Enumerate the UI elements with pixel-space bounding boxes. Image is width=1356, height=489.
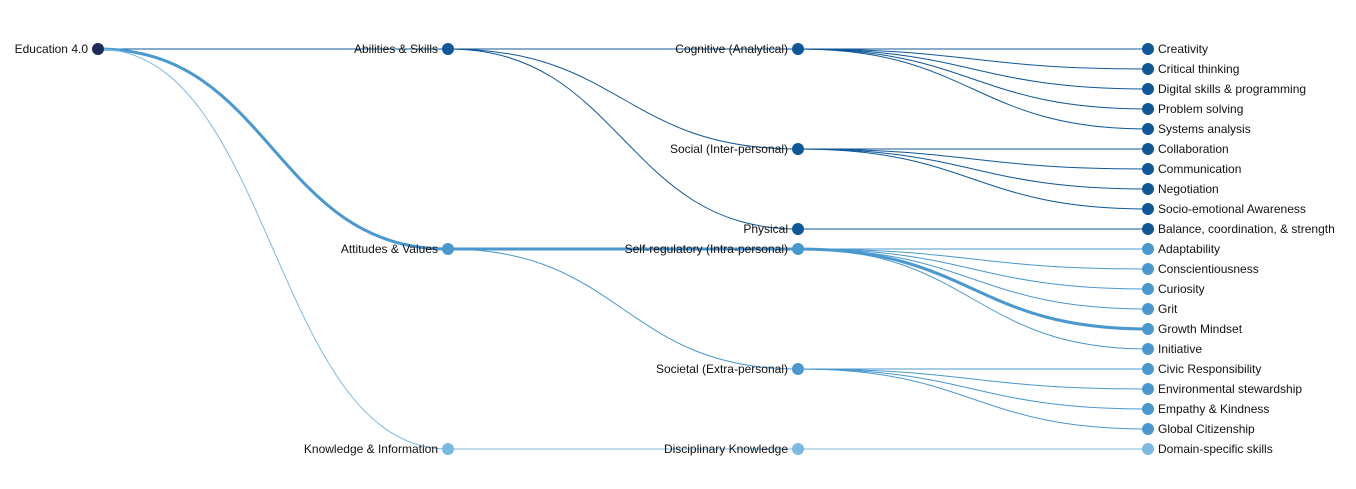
node-domain-specific-skills-label: Domain-specific skills	[1158, 442, 1273, 456]
node-social-inter-personal-dot[interactable]	[792, 143, 804, 155]
node-curiosity-label: Curiosity	[1158, 282, 1205, 296]
link-self-regulatory-intra-personal-initiative	[797, 248, 1149, 350]
node-initiative-dot[interactable]	[1142, 343, 1154, 355]
node-physical-dot[interactable]	[792, 223, 804, 235]
node-conscientiousness-label: Conscientiousness	[1158, 262, 1259, 276]
node-physical-label: Physical	[743, 222, 788, 236]
node-digital-skills-and-programming-label: Digital skills & programming	[1158, 82, 1306, 96]
node-critical-thinking-label: Critical thinking	[1158, 62, 1239, 76]
node-abilities-and-skills-label: Abilities & Skills	[354, 42, 438, 56]
node-environmental-stewardship-label: Environmental stewardship	[1158, 382, 1302, 396]
node-negotiation-dot[interactable]	[1142, 183, 1154, 195]
node-attitudes-and-values-label: Attitudes & Values	[341, 242, 438, 256]
link-cognitive-analytical-systems-analysis	[797, 48, 1149, 130]
node-socio-emotional-awareness-label: Socio-emotional Awareness	[1158, 202, 1306, 216]
node-socio-emotional-awareness-dot[interactable]	[1142, 203, 1154, 215]
node-disciplinary-knowledge-label: Disciplinary Knowledge	[664, 442, 788, 456]
link-social-inter-personal-socio-emotional-awareness	[797, 148, 1149, 210]
link-attitudes-and-values-societal-extra-personal	[447, 248, 799, 370]
node-cognitive-analytical-dot[interactable]	[792, 43, 804, 55]
link-cognitive-analytical-problem-solving	[797, 48, 1149, 110]
node-critical-thinking-dot[interactable]	[1142, 63, 1154, 75]
node-systems-analysis-label: Systems analysis	[1158, 122, 1251, 136]
link-root-knowledge-and-information	[97, 48, 449, 450]
node-grit-label: Grit	[1158, 302, 1178, 316]
tree-links	[97, 47, 1149, 450]
node-collaboration-dot[interactable]	[1142, 143, 1154, 155]
node-growth-mindset-label: Growth Mindset	[1158, 322, 1243, 336]
node-grit-dot[interactable]	[1142, 303, 1154, 315]
node-attitudes-and-values-dot[interactable]	[442, 243, 454, 255]
node-empathy-and-kindness-label: Empathy & Kindness	[1158, 402, 1269, 416]
link-abilities-and-skills-social-inter-personal	[447, 48, 799, 150]
node-creativity-label: Creativity	[1158, 42, 1208, 56]
node-root-label: Education 4.0	[15, 42, 89, 56]
node-curiosity-dot[interactable]	[1142, 283, 1154, 295]
node-civic-responsibility-label: Civic Responsibility	[1158, 362, 1261, 376]
link-social-inter-personal-communication	[797, 148, 1149, 170]
node-balance-coordination-and-strength-label: Balance, coordination, & strength	[1158, 222, 1335, 236]
node-global-citizenship-dot[interactable]	[1142, 423, 1154, 435]
node-disciplinary-knowledge-dot[interactable]	[792, 443, 804, 455]
node-growth-mindset-dot[interactable]	[1142, 323, 1154, 335]
node-environmental-stewardship-dot[interactable]	[1142, 383, 1154, 395]
link-societal-extra-personal-global-citizenship	[797, 368, 1149, 430]
link-abilities-and-skills-physical	[447, 48, 799, 230]
link-self-regulatory-intra-personal-curiosity	[797, 248, 1149, 290]
link-social-inter-personal-negotiation	[797, 148, 1149, 190]
node-civic-responsibility-dot[interactable]	[1142, 363, 1154, 375]
node-communication-label: Communication	[1158, 162, 1241, 176]
node-problem-solving-dot[interactable]	[1142, 103, 1154, 115]
link-root-attitudes-and-values	[97, 47, 449, 251]
node-cognitive-analytical-label: Cognitive (Analytical)	[675, 42, 788, 56]
link-self-regulatory-intra-personal-grit	[797, 248, 1149, 310]
link-cognitive-analytical-critical-thinking	[797, 48, 1149, 70]
link-self-regulatory-intra-personal-conscientiousness	[797, 248, 1149, 270]
node-communication-dot[interactable]	[1142, 163, 1154, 175]
node-societal-extra-personal-label: Societal (Extra-personal)	[656, 362, 788, 376]
node-systems-analysis-dot[interactable]	[1142, 123, 1154, 135]
node-empathy-and-kindness-dot[interactable]	[1142, 403, 1154, 415]
node-social-inter-personal-label: Social (Inter-personal)	[670, 142, 788, 156]
node-negotiation-label: Negotiation	[1158, 182, 1219, 196]
node-adaptability-label: Adaptability	[1158, 242, 1220, 256]
node-societal-extra-personal-dot[interactable]	[792, 363, 804, 375]
node-initiative-label: Initiative	[1158, 342, 1202, 356]
node-root-dot[interactable]	[92, 43, 104, 55]
node-knowledge-and-information-dot[interactable]	[442, 443, 454, 455]
link-societal-extra-personal-empathy-and-kindness	[797, 368, 1149, 410]
node-self-regulatory-intra-personal-label: Self-regulatory (Intra-personal)	[625, 242, 788, 256]
link-cognitive-analytical-digital-skills-and-programming	[797, 48, 1149, 90]
node-self-regulatory-intra-personal-dot[interactable]	[792, 243, 804, 255]
tree-nodes: Education 4.0 Abilities & Skills Cognitive…	[15, 42, 1335, 456]
node-digital-skills-and-programming-dot[interactable]	[1142, 83, 1154, 95]
node-knowledge-and-information-label: Knowledge & Information	[304, 442, 438, 456]
link-self-regulatory-intra-personal-growth-mindset	[797, 247, 1149, 331]
node-conscientiousness-dot[interactable]	[1142, 263, 1154, 275]
node-creativity-dot[interactable]	[1142, 43, 1154, 55]
node-collaboration-label: Collaboration	[1158, 142, 1229, 156]
node-abilities-and-skills-dot[interactable]	[442, 43, 454, 55]
node-problem-solving-label: Problem solving	[1158, 102, 1243, 116]
link-societal-extra-personal-environmental-stewardship	[797, 368, 1149, 390]
node-balance-coordination-and-strength-dot[interactable]	[1142, 223, 1154, 235]
node-domain-specific-skills-dot[interactable]	[1142, 443, 1154, 455]
node-adaptability-dot[interactable]	[1142, 243, 1154, 255]
node-global-citizenship-label: Global Citizenship	[1158, 422, 1255, 436]
